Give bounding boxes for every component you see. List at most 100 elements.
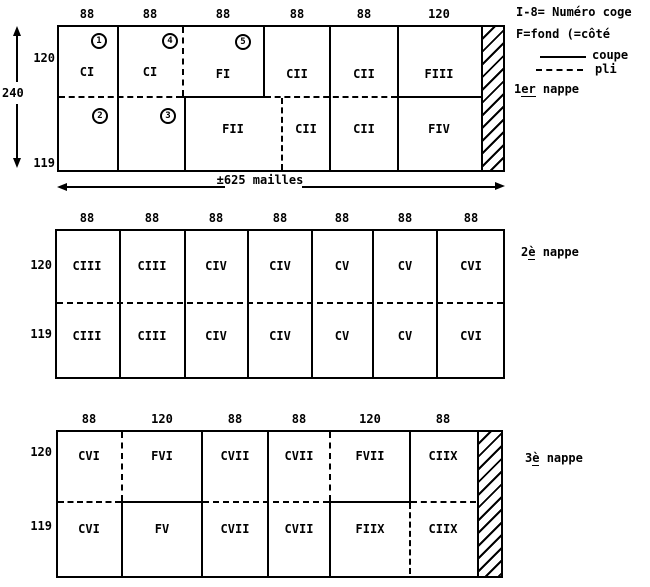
cell-label: FI [215,67,231,81]
nappe-1-ordinal-suffix: er [521,82,536,97]
panel-1-cut-line [117,25,119,172]
width-measure-label: ±625 mailles [216,173,304,187]
panel-3-fold-line [329,432,331,501]
legend-coupe-label: coupe [592,48,629,62]
cell-label: CI [79,65,95,79]
height-arrow-line [16,36,18,82]
col-width-label: 88 [435,412,451,426]
cell-label: CV [397,329,413,343]
panel-2-outline [55,229,505,379]
col-width-label: 88 [81,412,97,426]
cell-label: CIV [269,259,291,273]
cell-label: CV [334,259,350,273]
panel-3-cut-line [201,430,203,578]
row-height-label: 119 [33,156,55,170]
col-width-label: 88 [144,211,160,225]
cell-label: CIV [205,329,227,343]
col-width-label: 88 [79,7,95,21]
circle-number: 2 [92,108,108,124]
cell-label: FIIX [355,522,385,536]
col-width-label: 88 [334,211,350,225]
cell-label: CII [353,67,375,81]
nappe-2-word: nappe [535,245,579,259]
arrow-down-icon [13,158,21,168]
cell-label: CII [353,122,375,136]
cell-label: FVII [355,449,385,463]
cell-label: FVI [151,449,173,463]
nappe-3-ordinal: 3 [525,451,533,465]
row-height-label: 120 [33,51,55,65]
panel-3-cut-line [121,501,123,576]
cell-label: FIII [424,67,454,81]
cell-label: CIII [137,259,167,273]
cell-label: CVII [284,522,314,536]
col-width-label: 88 [208,211,224,225]
circle-number: 1 [91,33,107,49]
cell-label: FV [154,522,170,536]
panel-2-cut-line [247,229,249,379]
panel-3-cut-line [121,501,203,503]
cell-label: CVI [460,329,482,343]
panel-3-fold-line [203,501,329,503]
cell-label: FIV [428,122,450,136]
cell-label: CVII [220,522,250,536]
circle-number: 5 [235,34,251,50]
col-width-label: 120 [151,412,173,426]
cell-label: CI [142,65,158,79]
circle-number: 4 [162,33,178,49]
col-width-label: 88 [463,211,479,225]
width-arrow-line [302,186,495,188]
panel-2-cut-line [436,229,438,379]
cell-label: CVI [78,522,100,536]
row-height-label: 120 [30,445,52,459]
nappe-1-label: 1er nappe [514,82,580,97]
panel-3-hatch-area [477,430,503,578]
cell-label: CIIX [428,522,458,536]
arrow-right-icon [495,182,505,190]
col-width-label: 88 [272,211,288,225]
panel-3-cut-line [409,430,411,501]
nappe-2-ordinal-suffix: è [528,245,536,260]
height-arrow-line [16,104,18,158]
legend-coupe-line-sample [540,56,586,58]
legend-fond-line: F=fond (=côté [516,27,610,41]
legend-numero-line: I-8= Numéro coge [516,5,632,19]
cell-label: CIII [72,259,102,273]
row-height-label: 120 [30,258,52,272]
panel-3-fold-line [411,501,476,503]
nappe-3-word: nappe [539,451,583,465]
nappe-1-word: nappe [535,82,580,96]
col-width-label: 88 [397,211,413,225]
col-width-label: 88 [79,211,95,225]
panel-3-cut-line [329,501,411,503]
col-width-label: 88 [215,7,231,21]
panel-3-fold-line [121,432,123,501]
col-width-label: 88 [356,7,372,21]
legend-pli-line-sample [536,69,583,71]
nappe-2-label: 2è nappe [521,245,579,260]
panel-1-fold-line [265,96,397,98]
col-width-label: 88 [227,412,243,426]
panel-1-cut-line [397,25,399,172]
row-height-label: 119 [30,327,52,341]
width-arrow-line [67,186,225,188]
cell-label: CVII [220,449,250,463]
panel-1-cut-line [397,96,481,98]
cell-label: CIII [137,329,167,343]
cell-label: CVI [78,449,100,463]
cell-label: CIV [205,259,227,273]
panel-1-fold-line [281,98,283,170]
cell-label: CII [295,122,317,136]
panel-2-cut-line [372,229,374,379]
panel-1-cut-line [184,96,186,170]
panel-1-cut-line [329,25,331,172]
total-height-label: 240 [2,86,24,100]
panel-1-cut-line [263,27,265,98]
panel-2-cut-line [184,229,186,379]
cell-label: CVI [460,259,482,273]
cell-label: CIIX [428,449,458,463]
cell-label: CIV [269,329,291,343]
panel-1-fold-line [59,96,182,98]
panel-3-cut-line [267,430,269,578]
